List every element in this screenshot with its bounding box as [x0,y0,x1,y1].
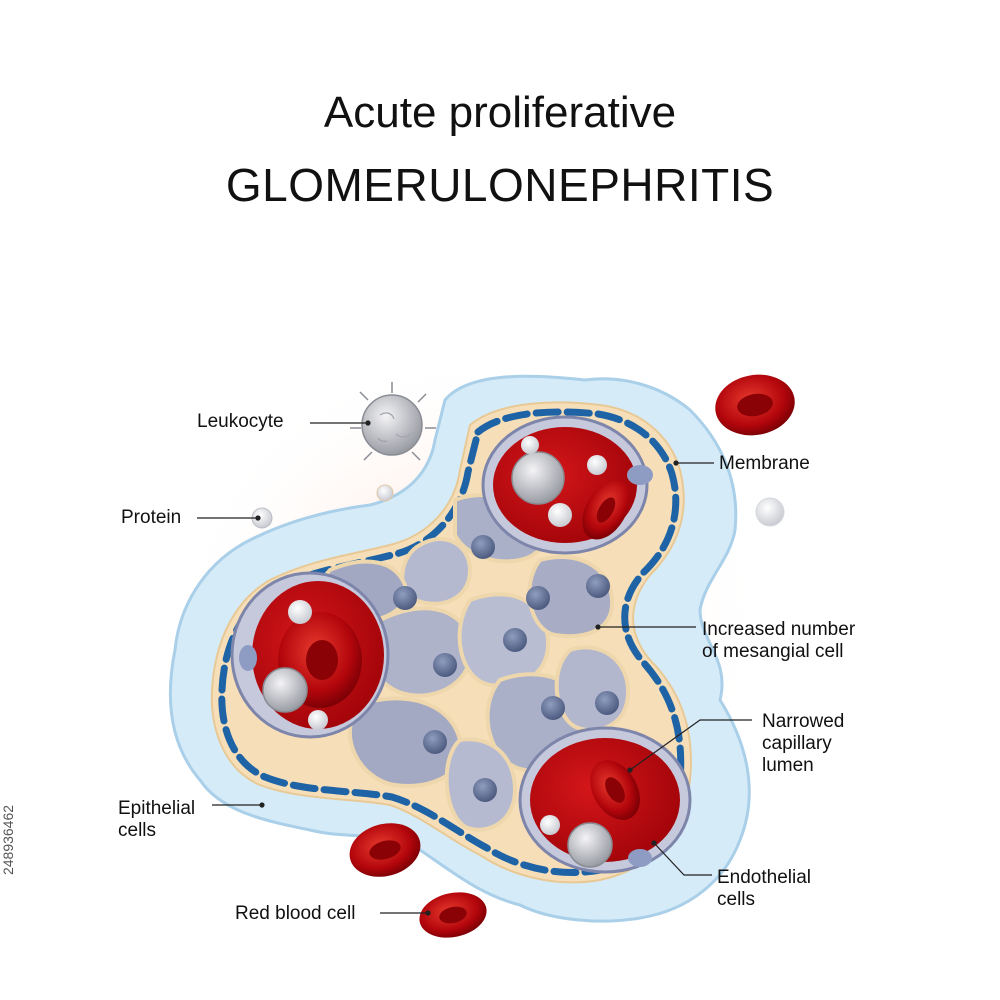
leukocytes [262,382,613,868]
label-epithelial-line-1: Epithelial [118,798,196,819]
label-lumen-line-2: capillary [762,733,832,754]
label-red-blood-cell: Red blood cell [235,903,356,924]
label-lumen-line-3: lumen [762,755,814,776]
label-lumen-line-1: Narrowed [762,711,845,732]
stock-id-text: 248936462 [0,804,16,876]
label-epithelial-line-2: cells [118,820,157,841]
red-blood-cells-free [349,374,795,938]
label-mesangial: Increased number of mesangial cell [702,619,855,663]
label-mesangial-line-1: Increased number [702,619,856,640]
label-membrane: Membrane [719,453,810,474]
glomerular-membrane [218,408,685,876]
label-endothelial: Endothelial cells [717,867,811,911]
label-endothelial-line-1: Endothelial [717,867,812,888]
label-epithelial: Epithelial cells [118,798,195,842]
title-line-1: Acute proliferative [323,88,677,137]
label-protein: Protein [121,507,182,528]
title-line-2: GLOMERULONEPHRITIS [225,159,775,211]
proteins [251,436,785,835]
label-mesangial-line-2: of mesangial cell [702,641,844,662]
label-leukocyte: Leukocyte [197,411,284,432]
leukocyte-free [350,382,436,461]
mesangial-nuclei [393,535,619,802]
leader-lines [197,420,752,916]
stock-id: 248936462 [0,760,28,920]
label-endothelial-line-2: cells [717,889,756,910]
label-capillary-lumen: Narrowed capillary lumen [762,711,844,777]
